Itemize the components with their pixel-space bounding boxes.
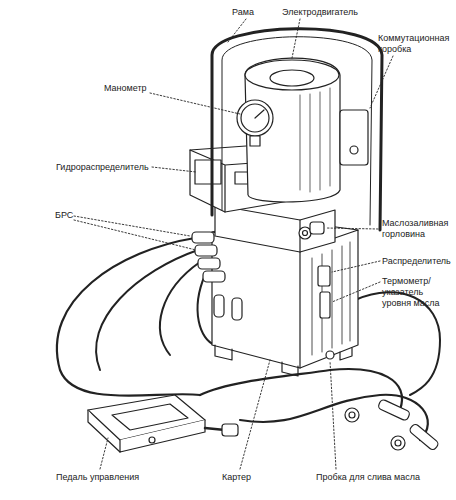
callout-label: Картер [222, 472, 251, 483]
callout-label: Маслозаливная горловина [382, 218, 452, 240]
callout-label: Манометр [104, 83, 147, 94]
callout-label: Электродвигатель [282, 7, 358, 18]
callout-label: Коммутационная коробка [378, 33, 452, 55]
callout-label: Термометр/ указатель уровня масла [382, 276, 452, 309]
callout-label: Распределитель [382, 256, 451, 267]
callout-label: Педаль управления [56, 472, 139, 483]
callout-label: БРС [55, 210, 73, 221]
callout-label: Гидрораспределитель [56, 162, 149, 173]
callout-label: Пробка для слива масла [316, 472, 420, 483]
callout-label: Рама [232, 7, 254, 18]
